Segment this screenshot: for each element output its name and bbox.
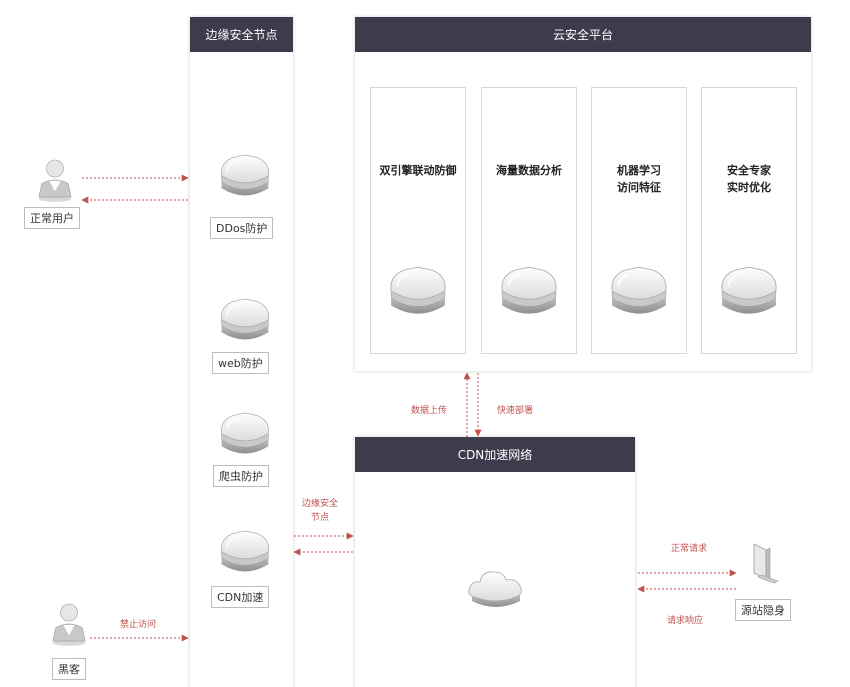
edge-node-arrow-label: 边缘安全 节点 [302, 497, 338, 525]
deny-access-label: 禁止访问 [120, 620, 157, 630]
upload-label: 数据上传 [411, 406, 448, 416]
cdn-acceleration-label: CDN加速 [211, 586, 270, 608]
feature-card-dual-engine: 双引擎联动防御 [370, 87, 466, 354]
edge-node-arrow-line2: 节点 [311, 513, 330, 523]
feature-card-data-analysis: 海量数据分析 [481, 87, 577, 354]
ddos-protection-label: DDos防护 [210, 217, 274, 239]
card-title-line: 机器学习 [617, 164, 661, 177]
origin-hidden-label: 源站隐身 [735, 599, 791, 621]
card-title-line: 访问特征 [617, 181, 661, 194]
card-title-line: 实时优化 [727, 181, 771, 194]
card-title-line: 安全专家 [727, 164, 771, 177]
deploy-label: 快速部署 [497, 406, 534, 416]
edge-node-header: 边缘安全节点 [190, 17, 293, 52]
web-protection-label: web防护 [212, 352, 269, 374]
edge-node-title: 边缘安全节点 [205, 28, 278, 42]
card-title-line: 海量数据分析 [496, 164, 562, 177]
cloud-platform-title: 云安全平台 [552, 28, 613, 42]
hacker-label: 黑客 [52, 658, 86, 680]
cdn-network-title: CDN加速网络 [457, 448, 533, 462]
feature-card-security-expert: 安全专家 实时优化 [701, 87, 797, 354]
normal-user-label: 正常用户 [24, 207, 80, 229]
cdn-network-header: CDN加速网络 [355, 437, 635, 472]
normal-request-label: 正常请求 [671, 544, 708, 554]
edge-node-panel: 边缘安全节点 [190, 17, 293, 687]
edge-node-arrow-line1: 边缘安全 [302, 499, 339, 509]
crawler-protection-label: 爬虫防护 [213, 465, 269, 487]
feature-card-machine-learning: 机器学习 访问特征 [591, 87, 687, 354]
monitor-icon [753, 543, 779, 584]
request-response-label: 请求响应 [667, 616, 704, 626]
cdn-network-panel: CDN加速网络 [355, 437, 635, 687]
card-title-line: 双引擎联动防御 [379, 164, 457, 177]
cloud-platform-header: 云安全平台 [355, 17, 811, 52]
